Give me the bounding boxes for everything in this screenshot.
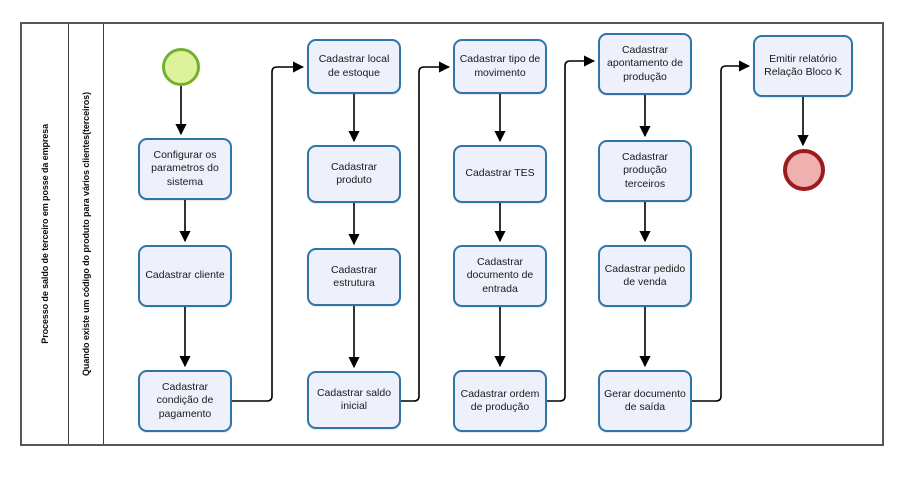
start-event[interactable] [162, 48, 200, 86]
task-gerar-documento-saida[interactable]: Gerar documento de saída [598, 370, 692, 432]
task-cadastrar-saldo-inicial[interactable]: Cadastrar saldo inicial [307, 371, 401, 429]
task-cadastrar-estrutura[interactable]: Cadastrar estrutura [307, 248, 401, 306]
pool-label: Processo de saldo de terceiro em posse d… [39, 124, 50, 344]
task-cadastrar-tipo-movimento[interactable]: Cadastrar tipo de movimento [453, 39, 547, 94]
lane-header: Quando existe um código do produto para … [69, 24, 104, 444]
task-cadastrar-condicao-pagamento[interactable]: Cadastrar condição de pagamento [138, 370, 232, 432]
task-cadastrar-pedido-venda[interactable]: Cadastrar pedido de venda [598, 245, 692, 307]
lane-label: Quando existe um código do produto para … [80, 92, 91, 376]
task-cadastrar-producao-terceiros[interactable]: Cadastrar produção terceiros [598, 140, 692, 202]
task-cadastrar-ordem-producao[interactable]: Cadastrar ordem de produção [453, 370, 547, 432]
task-configurar-parametros[interactable]: Configurar os parametros do sistema [138, 138, 232, 200]
task-emitir-relatorio-bloco-k[interactable]: Emitir relatório Relação Bloco K [753, 35, 853, 97]
task-cadastrar-tes[interactable]: Cadastrar TES [453, 145, 547, 203]
task-cadastrar-local-estoque[interactable]: Cadastrar local de estoque [307, 39, 401, 94]
task-cadastrar-produto[interactable]: Cadastrar produto [307, 145, 401, 203]
task-cadastrar-cliente[interactable]: Cadastrar cliente [138, 245, 232, 307]
pool-header: Processo de saldo de terceiro em posse d… [22, 24, 69, 444]
end-event[interactable] [783, 149, 825, 191]
task-cadastrar-documento-entrada[interactable]: Cadastrar documento de entrada [453, 245, 547, 307]
task-cadastrar-apontamento-producao[interactable]: Cadastrar apontamento de produção [598, 33, 692, 95]
